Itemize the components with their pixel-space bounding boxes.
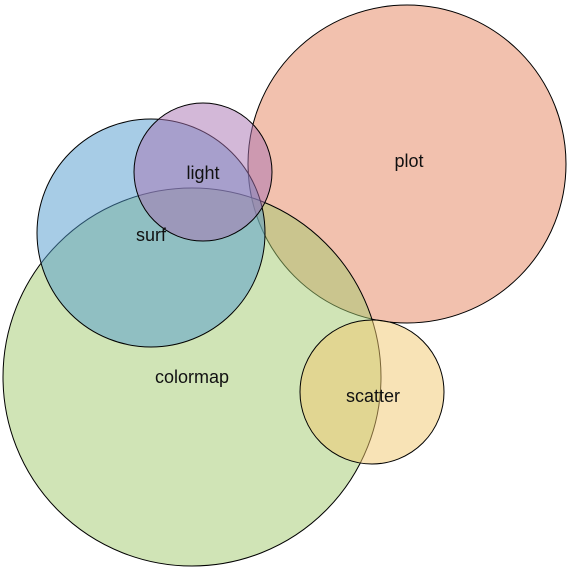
set-circle-light bbox=[133, 102, 273, 242]
circles-layer bbox=[2, 4, 567, 567]
set-label-surf: surf bbox=[136, 225, 167, 245]
set-label-light: light bbox=[186, 163, 219, 183]
set-label-plot: plot bbox=[394, 151, 423, 171]
labels-layer: plot colormap surf light scatter bbox=[136, 151, 424, 406]
set-label-scatter: scatter bbox=[346, 386, 400, 406]
set-label-colormap: colormap bbox=[155, 367, 229, 387]
set-circle-scatter bbox=[299, 319, 445, 465]
